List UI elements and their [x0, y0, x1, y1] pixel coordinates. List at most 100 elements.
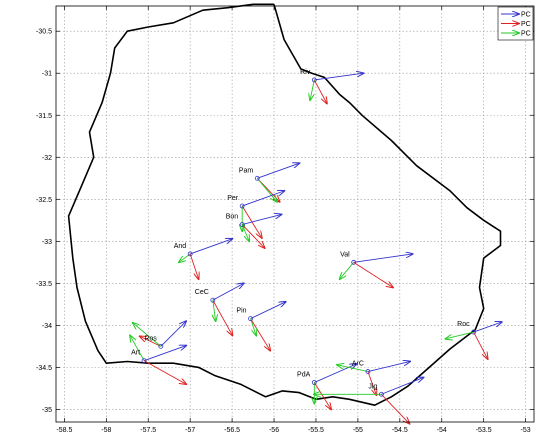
y-tick-label: -30.5: [36, 29, 52, 36]
vector-pc2: [250, 318, 271, 351]
x-tick-label: -55: [353, 427, 363, 434]
vector-pc2: [367, 371, 376, 396]
vector-pc1: [143, 346, 186, 362]
vector-pc1: [250, 302, 286, 320]
y-tick-label: -33.5: [36, 281, 52, 288]
vector-pc2: [353, 261, 393, 287]
station-val: Val: [340, 251, 413, 287]
station-marker: [351, 259, 357, 265]
station-label: And: [174, 243, 187, 250]
vector-pc1: [242, 191, 284, 207]
y-tick-label: -32: [42, 155, 52, 162]
x-tick-label: -57.5: [140, 427, 156, 434]
station-label: Art: [131, 350, 140, 357]
vector-pc2: [241, 224, 264, 249]
vector-pc1: [160, 321, 186, 347]
station-marker: [311, 77, 317, 83]
station-marker: [248, 316, 253, 322]
vector-pc1: [367, 361, 410, 373]
y-tick-label: -33: [42, 239, 52, 246]
station-marker: [187, 251, 193, 257]
vector-pc2: [143, 360, 186, 385]
vector-pc1: [353, 254, 413, 263]
station-bon: Bon: [226, 214, 282, 249]
x-tick-label: -54: [437, 427, 447, 434]
vector-pc1: [314, 73, 363, 81]
y-tick-label: -34: [42, 323, 52, 330]
station-ros: Ros: [133, 321, 186, 349]
vector-pc2: [189, 253, 198, 279]
outline-path: [67, 3, 502, 406]
vector-pc3: [213, 300, 216, 321]
x-tick-label: -56: [269, 427, 279, 434]
vector-pc1: [190, 239, 232, 255]
station-label: Per: [227, 195, 239, 202]
x-tick-label: -55.5: [308, 427, 324, 434]
station-marker: [239, 203, 245, 209]
vector-pc1: [381, 377, 423, 395]
x-tick-label: -56.5: [224, 427, 240, 434]
station-label: Roc: [457, 321, 470, 328]
y-tick-label: -32.5: [36, 197, 52, 204]
station-arc: ArC: [337, 361, 410, 396]
station-label: Pam: [239, 167, 254, 174]
station-marker: [254, 175, 260, 181]
vector-pc3: [130, 335, 145, 361]
station-marker: [365, 369, 371, 374]
station-label: Pin: [236, 308, 246, 315]
vector-pc3: [256, 177, 277, 202]
station-per: Per: [227, 191, 284, 238]
vector-pc2: [381, 393, 409, 423]
vector-pc3: [340, 262, 355, 279]
station-marker: [141, 358, 147, 364]
y-tick-label: -34.5: [36, 365, 52, 372]
station-label: Jig: [368, 383, 377, 390]
station-marker: [210, 297, 216, 303]
vector-pc3: [446, 331, 474, 339]
vector-pc2: [140, 336, 162, 347]
vector-pc1: [257, 163, 299, 179]
vector-pc3: [133, 323, 162, 347]
country-outline: [67, 3, 502, 406]
station-label: Val: [340, 251, 350, 258]
vector-pc3: [250, 318, 257, 336]
x-tick-label: -53: [521, 427, 531, 434]
vector-pc2: [313, 79, 327, 104]
vector-pc3: [241, 224, 249, 242]
vector-pc2: [212, 299, 233, 335]
vector-pc2: [473, 331, 488, 359]
vector-pc2: [313, 382, 331, 410]
x-tick-label: -53.5: [476, 427, 492, 434]
station-pam: Pam: [239, 163, 300, 202]
station-riv: Riv: [300, 69, 363, 104]
station-cec: CeC: [195, 283, 244, 335]
legend-label: PC: [521, 12, 531, 19]
station-marker: [311, 380, 317, 385]
axes-frame: [55, 5, 535, 423]
vector-pc1: [242, 214, 281, 225]
axes: -58.5 -58 -57.5 -57 -56.5 -56 -55.5 -55 -54.5 -54…: [36, 5, 535, 434]
station-label: PdA: [297, 372, 311, 379]
vector-pc1: [473, 322, 502, 333]
station-label: Ros: [144, 335, 157, 342]
x-tick-label: -58: [101, 427, 111, 434]
grid-lines: [56, 6, 534, 422]
x-tick-label: -54.5: [392, 427, 408, 434]
vector-pc1: [212, 283, 244, 301]
x-tick-label: -57: [185, 427, 195, 434]
vector-pc3: [337, 365, 369, 373]
station-pda: PdA: [297, 364, 356, 409]
x-tick-label: -58.5: [56, 427, 72, 434]
station-marker: [158, 343, 164, 349]
station-roc: Roc: [446, 321, 502, 359]
station-label: Bon: [226, 214, 239, 221]
y-tick-label: -35: [42, 407, 52, 414]
station-art: Art: [130, 335, 186, 384]
station-label: Riv: [300, 69, 311, 76]
station-pin: Pin: [236, 302, 285, 351]
y-tick-label: -31.5: [36, 113, 52, 120]
vector-pc3: [310, 79, 315, 100]
